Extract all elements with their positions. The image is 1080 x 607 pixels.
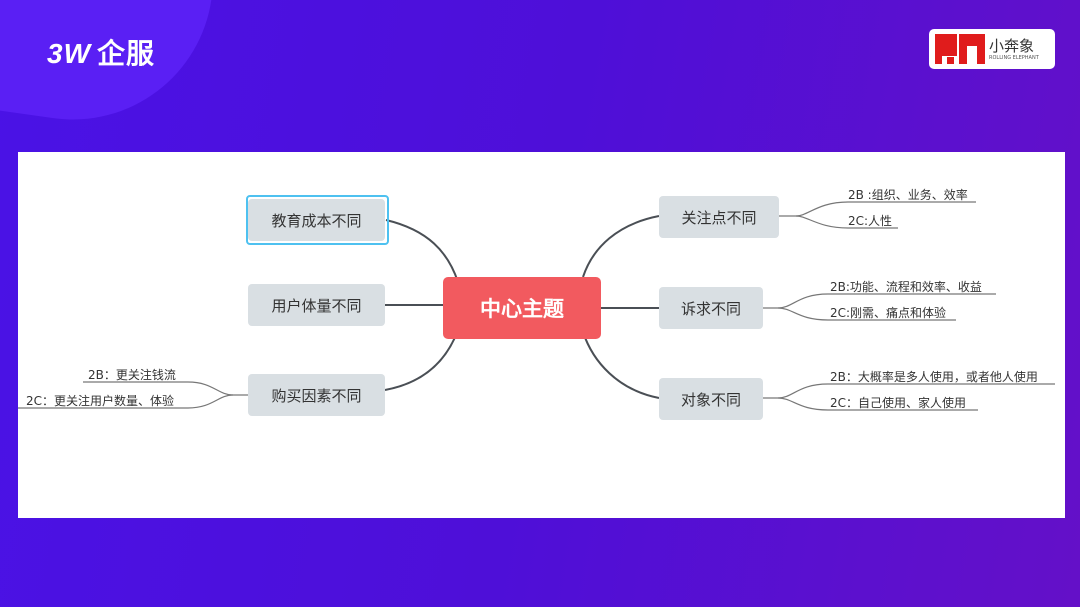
node-focus-points[interactable]: 关注点不同 <box>659 196 779 238</box>
node-purchase-factors[interactable]: 购买因素不同 <box>248 374 385 416</box>
selection-highlight <box>246 195 389 245</box>
node-education-cost[interactable]: 教育成本不同 <box>248 199 385 241</box>
brand-number: 3W <box>47 38 91 69</box>
leaf-2c-purchase[interactable]: 2C：更关注用户数量、体验 <box>26 394 175 408</box>
node-user-volume[interactable]: 用户体量不同 <box>248 284 385 326</box>
leaf-2b-focus[interactable]: 2B :组织、业务、效率 <box>848 188 968 202</box>
center-topic[interactable]: 中心主题 <box>443 277 601 339</box>
leaf-2c-target[interactable]: 2C：自己使用、家人使用 <box>830 396 967 410</box>
node-demands[interactable]: 诉求不同 <box>659 287 763 329</box>
mindmap-canvas: 教育成本不同 用户体量不同 购买因素不同 中心主题 关注点不同 诉求不同 对象不… <box>18 152 1065 518</box>
logo-cn: 小奔象 <box>989 37 1035 55</box>
node-target-users[interactable]: 对象不同 <box>659 378 763 420</box>
leaf-2b-target[interactable]: 2B：大概率是多人使用，或者他人使用 <box>830 370 1038 384</box>
logo-mark-icon <box>935 34 985 64</box>
leaf-2b-demands[interactable]: 2B:功能、流程和效率、收益 <box>830 280 982 294</box>
leaf-2b-purchase[interactable]: 2B：更关注钱流 <box>88 368 176 382</box>
leaf-2c-demands[interactable]: 2C:刚需、痛点和体验 <box>830 306 947 320</box>
logo-en: ROLLING ELEPHANT <box>989 55 1039 61</box>
leaf-2c-focus[interactable]: 2C:人性 <box>848 214 893 228</box>
brand-text: 企服 <box>97 38 156 69</box>
